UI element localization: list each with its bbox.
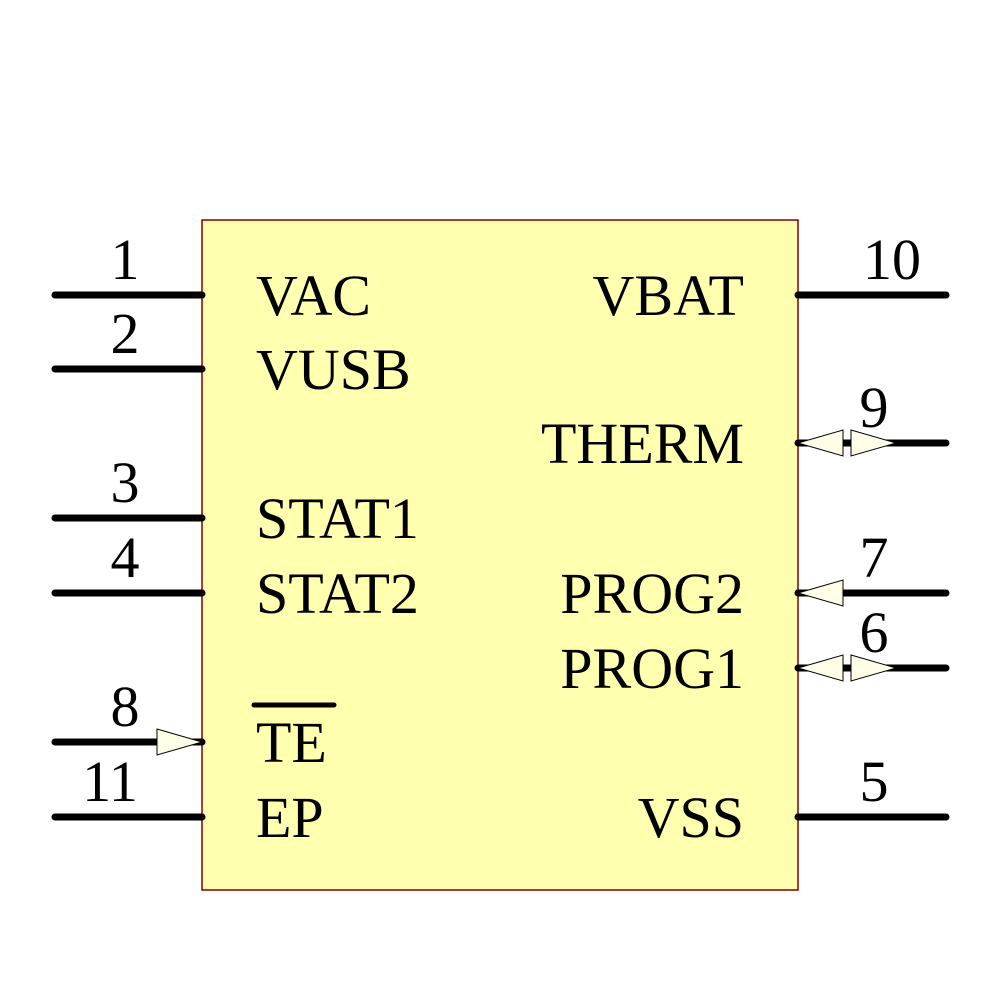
pin-number: 11: [82, 749, 138, 814]
pin-8[interactable]: 8 TE: [51, 674, 337, 775]
pin-1[interactable]: 1 VAC: [51, 227, 371, 328]
pin-number: 9: [860, 375, 889, 440]
pin-name: VBAT: [593, 263, 744, 328]
pin-number: 6: [860, 600, 889, 665]
pin-name: PROG1: [560, 636, 744, 701]
pin-2[interactable]: 2 VUSB: [51, 301, 411, 402]
pin-name: VUSB: [256, 337, 411, 402]
component-body[interactable]: [201, 219, 799, 891]
pin-name: VAC: [256, 263, 371, 328]
pin-4[interactable]: 4 STAT2: [51, 525, 419, 626]
pin-number: 4: [111, 525, 140, 590]
pin-7[interactable]: 7 PROG2: [560, 525, 950, 626]
input-arrow-icon: [796, 579, 844, 607]
pin-5[interactable]: 5 VSS: [638, 749, 950, 850]
pin-number: 8: [111, 674, 140, 739]
pin-10[interactable]: 10 VBAT: [593, 227, 950, 328]
bidirectional-arrow-left-icon: [796, 654, 844, 682]
pin-name: VSS: [638, 785, 744, 850]
pin-number: 2: [111, 301, 140, 366]
bidirectional-arrow-right-icon: [850, 654, 898, 682]
pin-name: TE: [256, 710, 327, 775]
pin-number: 1: [111, 227, 140, 292]
pin-6[interactable]: 6 PROG1: [560, 600, 950, 701]
input-arrow-icon: [156, 728, 204, 756]
pin-name: PROG2: [560, 561, 744, 626]
pin-name: STAT1: [256, 486, 419, 551]
pin-3[interactable]: 3 STAT1: [51, 450, 419, 551]
bidirectional-arrow-left-icon: [796, 429, 844, 457]
pin-11[interactable]: 11 EP: [51, 749, 324, 850]
pin-number: 10: [863, 227, 921, 292]
pin-number: 3: [111, 450, 140, 515]
pin-number: 7: [860, 525, 889, 590]
pin-name: THERM: [541, 411, 744, 476]
pin-number: 5: [860, 749, 889, 814]
pin-name: STAT2: [256, 561, 419, 626]
pin-9[interactable]: 9 THERM: [541, 375, 950, 476]
bidirectional-arrow-right-icon: [850, 429, 898, 457]
pin-name: EP: [256, 785, 324, 850]
